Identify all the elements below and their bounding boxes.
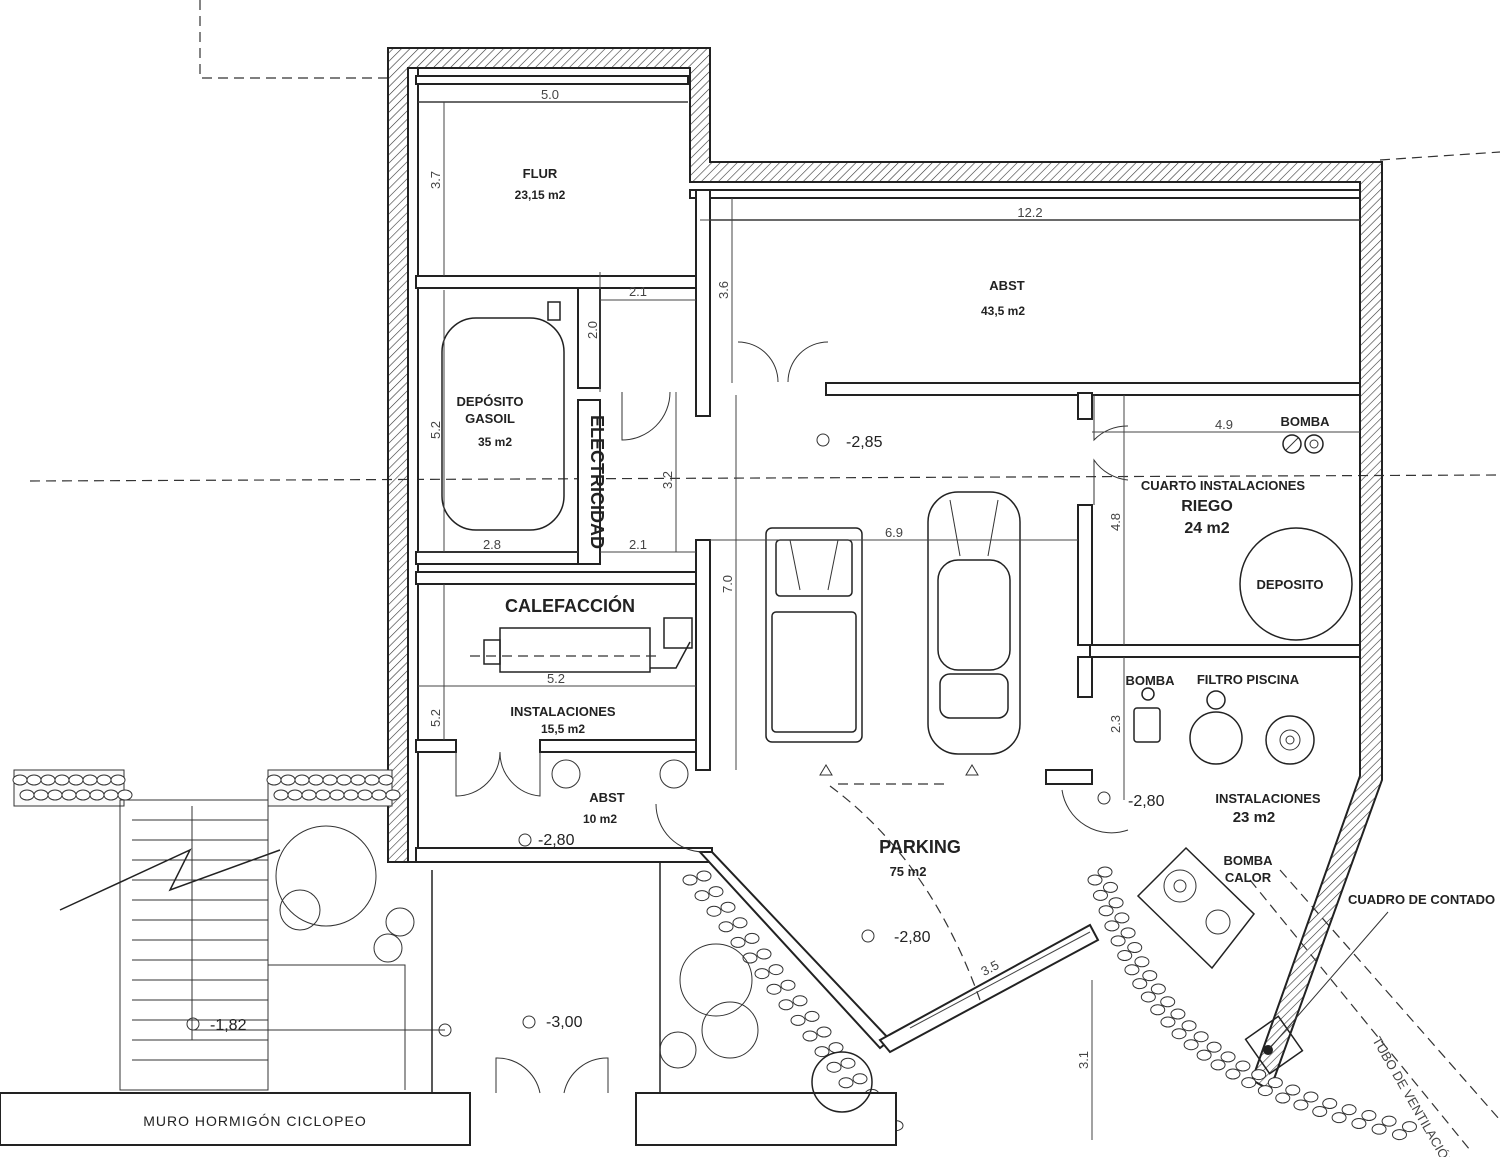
dim-32: 3.2 [660, 471, 675, 489]
gasoil-tank [441, 317, 565, 531]
dim-21a: 2.1 [629, 284, 647, 299]
dim-48: 4.8 [1108, 513, 1123, 531]
gasoil-area: 35 m2 [478, 435, 512, 449]
dim-35: 3.5 [978, 957, 1001, 979]
dim-50: 5.0 [541, 87, 559, 102]
bomba-right-name: BOMBA [1125, 673, 1175, 688]
parking-name: PARKING [879, 837, 961, 857]
abst-top-name: ABST [989, 278, 1024, 293]
staircase [59, 799, 445, 1091]
dim-37: 3.7 [428, 171, 443, 189]
bomba-calor-name-1: BOMBA [1223, 853, 1273, 868]
parking-area: 75 m2 [890, 864, 927, 879]
dimension-lines [418, 101, 1360, 1140]
muro-label: MURO HORMIGÓN CICLOPEO [143, 1113, 366, 1129]
bomba-top-name: BOMBA [1280, 414, 1330, 429]
gasoil-name-1: DEPÓSITO [457, 394, 524, 409]
dim-28: 2.8 [483, 537, 501, 552]
car-left [765, 527, 863, 743]
abst-small-name: ABST [589, 790, 624, 805]
dim-69: 6.9 [885, 525, 903, 540]
electricidad-name: ELECTRICIDAD [587, 415, 607, 549]
level-280-right: -2,80 [1128, 793, 1165, 810]
dim-21b: 2.1 [629, 537, 647, 552]
muro-wall [0, 862, 897, 1146]
abst-small-area: 10 m2 [583, 812, 617, 826]
level-markers [186, 433, 1111, 1037]
level-280-left: -2,80 [538, 832, 575, 849]
level-300: -3,00 [546, 1014, 583, 1031]
car-right [927, 491, 1021, 755]
riego-area: 24 m2 [1184, 520, 1229, 537]
instalaciones-left-area: 15,5 m2 [541, 722, 585, 736]
tubo-label: TUBO DE VENTILACIÓN [1369, 1034, 1456, 1157]
dim-122: 12.2 [1017, 205, 1042, 220]
dim-52a: 5.2 [428, 421, 443, 439]
level-182: -1,82 [210, 1017, 247, 1034]
pool-equipment [1133, 687, 1315, 970]
abst-top-area: 43,5 m2 [981, 304, 1025, 318]
dim-49: 4.9 [1215, 417, 1233, 432]
dim-23: 2.3 [1108, 715, 1123, 733]
level-280-parking: -2,80 [894, 929, 931, 946]
flur-area: 23,15 m2 [515, 188, 566, 202]
riego-name-2: RIEGO [1181, 498, 1233, 515]
meter-box [1244, 911, 1389, 1075]
garden-plants [275, 759, 873, 1113]
exterior-walls [387, 47, 1383, 1092]
instalaciones-right-area: 23 m2 [1233, 809, 1276, 826]
dim-70: 7.0 [720, 575, 735, 593]
dim-31: 3.1 [1076, 1051, 1091, 1069]
interior-walls [415, 75, 1361, 1054]
level-285: -2,85 [846, 434, 883, 451]
instalaciones-right-name: INSTALACIONES [1215, 791, 1321, 806]
stone-walls [12, 769, 1417, 1141]
filtro-piscina-name: FILTRO PISCINA [1197, 672, 1300, 687]
dim-20: 2.0 [585, 321, 600, 339]
dim-52b: 5.2 [547, 671, 565, 686]
riego-name-1: CUARTO INSTALACIONES [1141, 478, 1306, 493]
instalaciones-left-name: INSTALACIONES [510, 704, 616, 719]
bomba-symbol [1282, 434, 1324, 454]
deposito-name: DEPOSITO [1257, 577, 1324, 592]
deposito-tank [1239, 527, 1353, 641]
gasoil-name-2: GASOIL [465, 411, 515, 426]
cuadro-label: CUADRO DE CONTADO [1348, 892, 1495, 907]
flur-name: FLUR [523, 166, 558, 181]
dim-52c: 5.2 [428, 709, 443, 727]
bomba-calor-name-2: CALOR [1225, 870, 1272, 885]
boiler [470, 617, 693, 673]
calefaccion-name: CALEFACCIÓN [505, 595, 635, 616]
dim-36: 3.6 [716, 281, 731, 299]
